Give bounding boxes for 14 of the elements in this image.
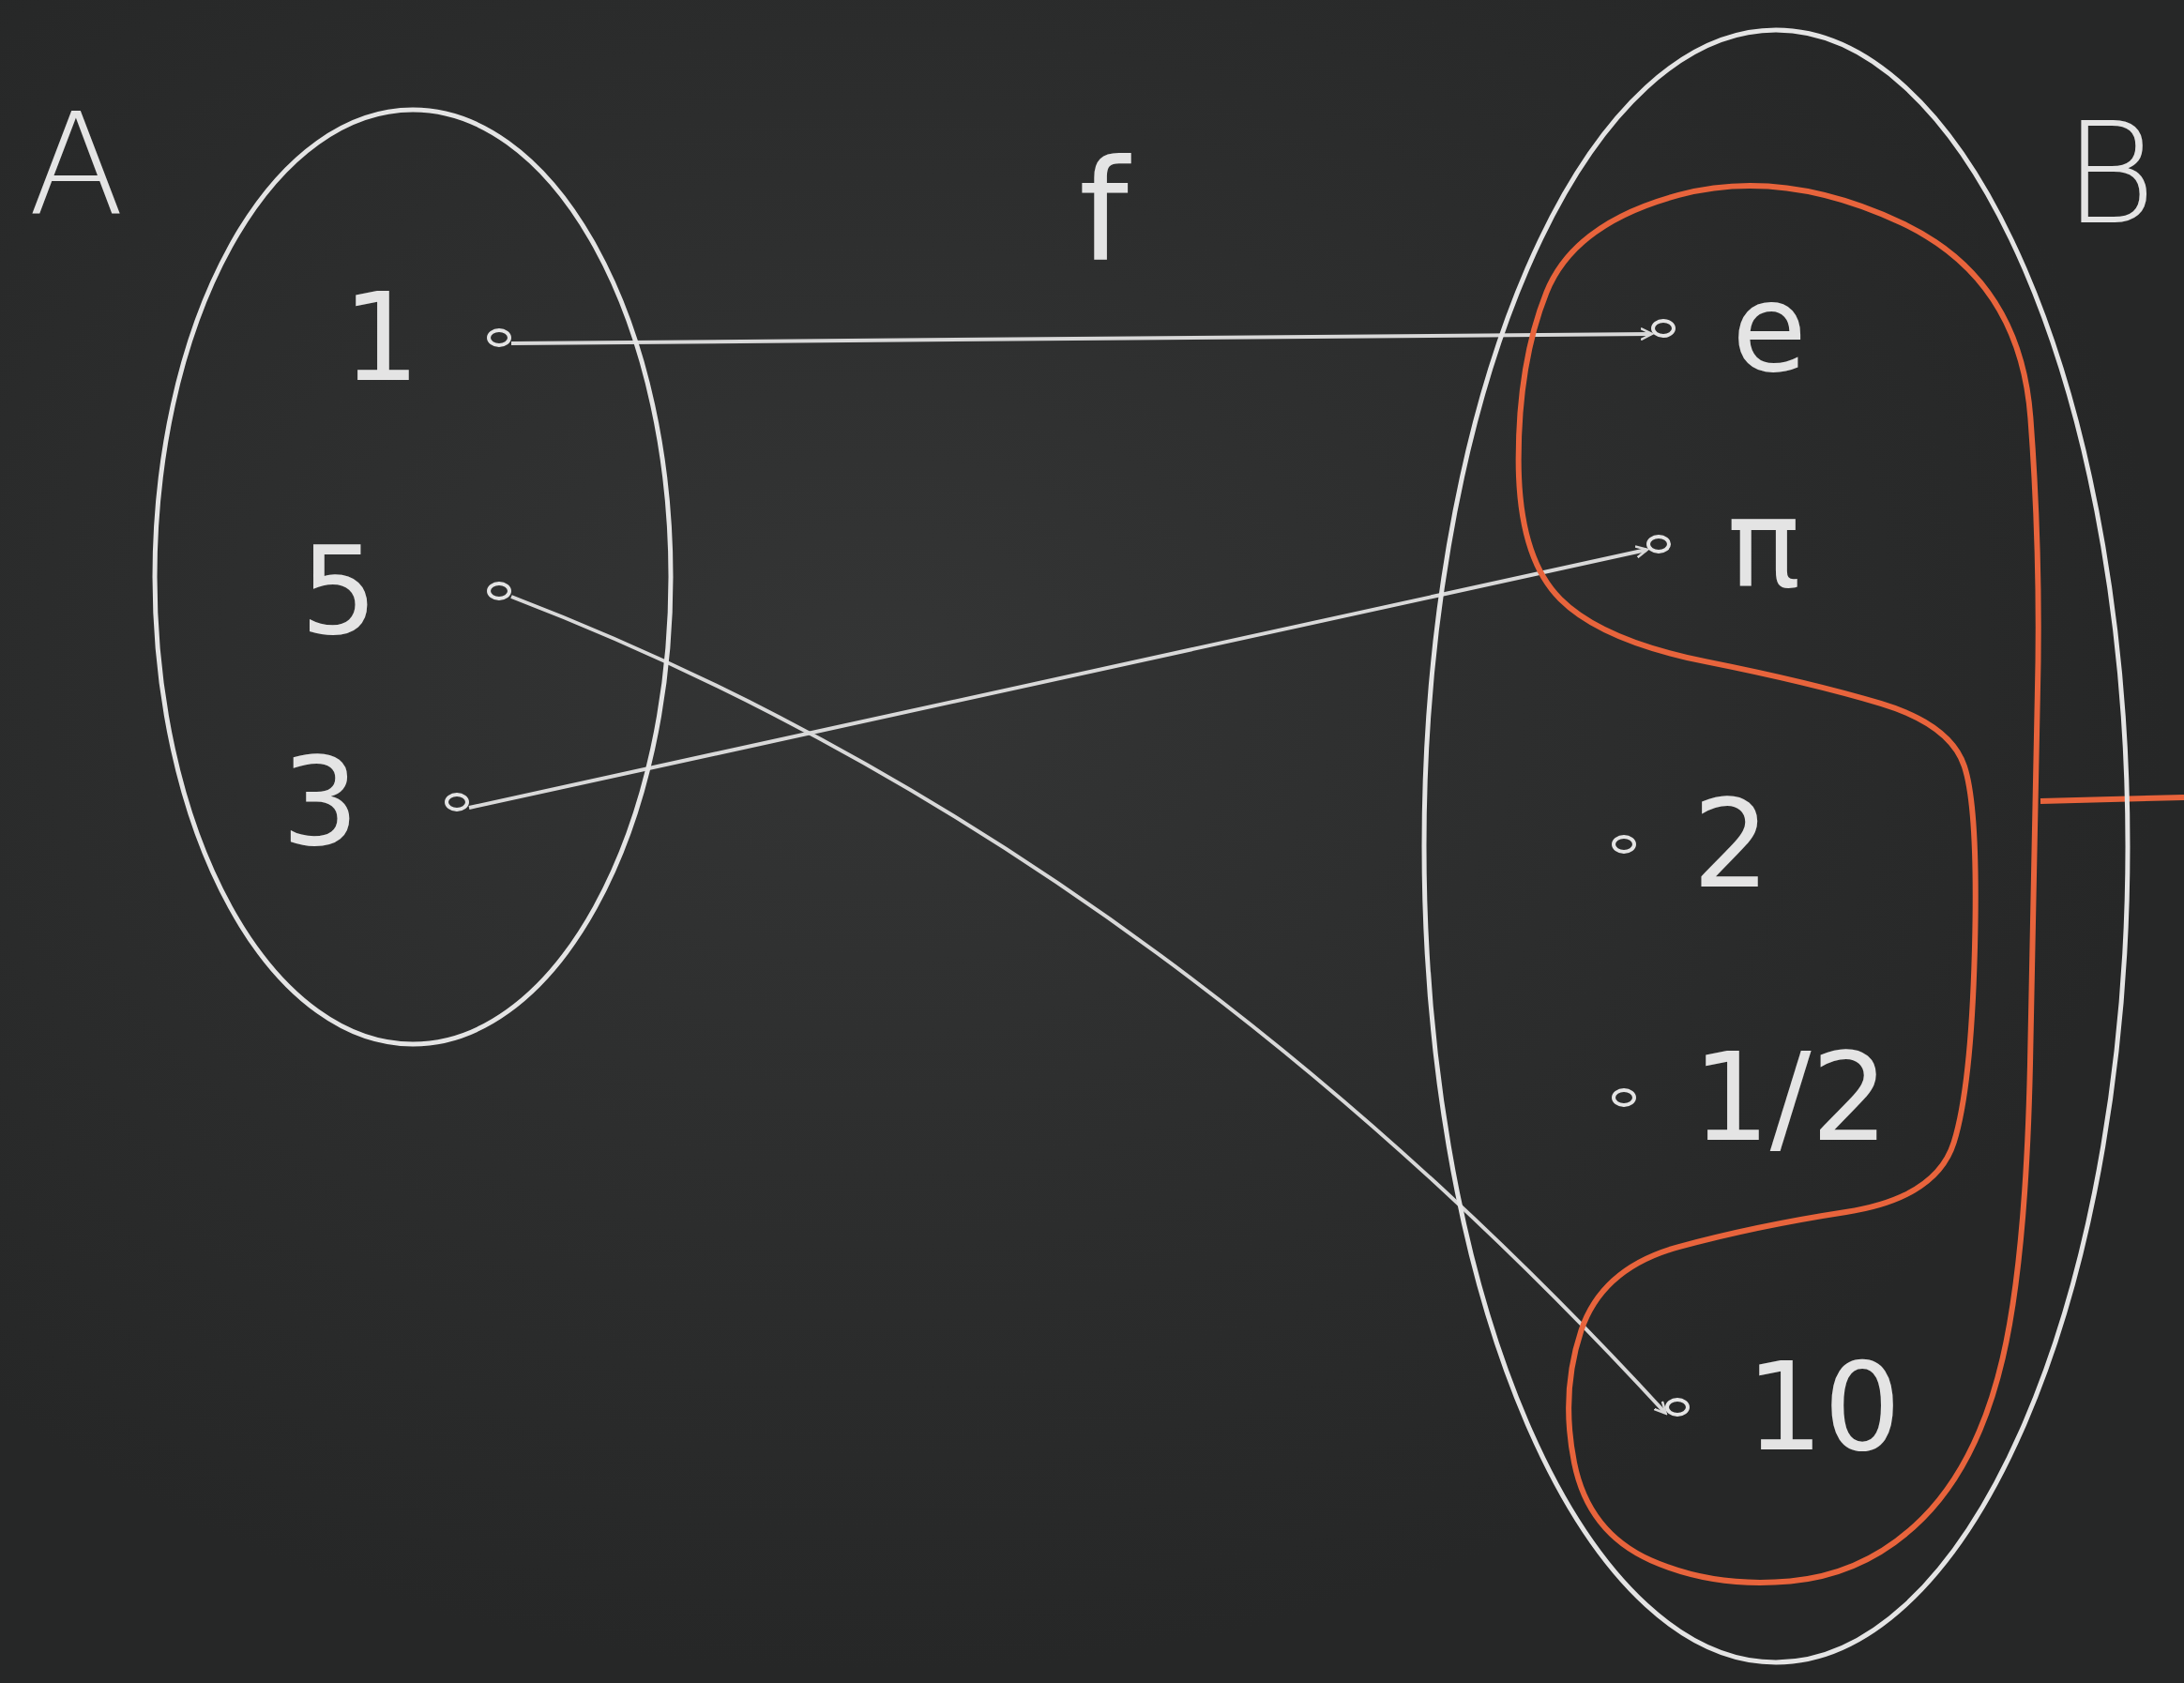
element-value: π bbox=[1727, 483, 1801, 605]
element-value: 1 bbox=[342, 277, 420, 399]
mapping-arrow bbox=[468, 545, 1649, 810]
set-name: B bbox=[2064, 103, 2157, 244]
mapping-arrow bbox=[511, 326, 1654, 345]
element-value: e bbox=[1732, 267, 1807, 389]
leader-line bbox=[2040, 795, 2184, 804]
element-value: 2 bbox=[1692, 783, 1770, 905]
set-name: A bbox=[28, 94, 125, 235]
element-value: 10 bbox=[1746, 1346, 1902, 1468]
element-value: 3 bbox=[281, 741, 359, 863]
mapping-arrow bbox=[510, 595, 1667, 1415]
element-value: 5 bbox=[300, 530, 378, 652]
element-value: 1/2 bbox=[1692, 1037, 1889, 1159]
